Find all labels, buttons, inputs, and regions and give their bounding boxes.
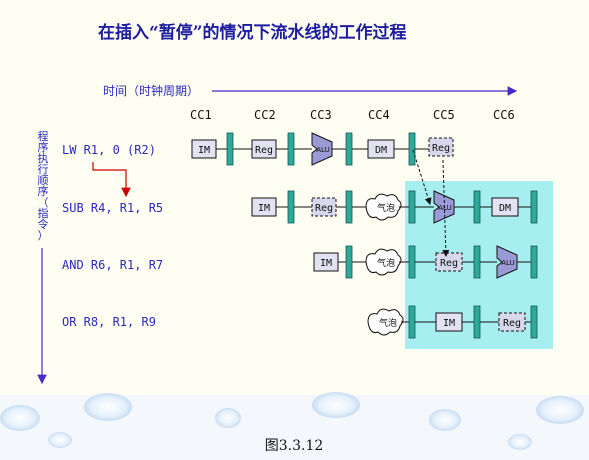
reg-stage-label: Reg bbox=[315, 203, 333, 214]
im-stage-label: IM bbox=[320, 258, 332, 269]
order-label-char: 令 bbox=[38, 217, 49, 231]
forward-path-dm-to-alu bbox=[412, 149, 432, 205]
cycle-label: CC5 bbox=[433, 108, 455, 122]
order-label-char: 执 bbox=[38, 151, 49, 165]
dm-stage-label: DM bbox=[499, 203, 511, 214]
order-label-char: 行 bbox=[38, 163, 49, 176]
bubble-stall bbox=[365, 248, 402, 276]
order-label-char: （ bbox=[38, 196, 49, 209]
order-label-char: 程 bbox=[38, 130, 49, 143]
figure-caption: 图3.3.12 bbox=[265, 438, 324, 454]
pipeline-register bbox=[530, 245, 538, 279]
pipeline-register bbox=[345, 190, 353, 224]
pipeline-register bbox=[473, 245, 481, 279]
time-axis-label: 时间（时钟周期） bbox=[103, 83, 199, 98]
cycle-label: CC4 bbox=[368, 108, 390, 122]
pipeline-register bbox=[530, 190, 538, 224]
pipeline-register bbox=[408, 190, 416, 224]
reg-stage-label: Reg bbox=[440, 258, 458, 269]
reg-stage-label: Reg bbox=[503, 318, 521, 329]
forward-path-reg-to-reg bbox=[442, 159, 450, 257]
reg-stage-label: Reg bbox=[255, 145, 273, 156]
reg-writeback-stage bbox=[428, 137, 454, 157]
bubble-stall bbox=[365, 193, 402, 221]
forwarding-paths bbox=[412, 149, 450, 257]
instruction-label: AND R6, R1, R7 bbox=[62, 258, 163, 272]
alu-stage-label: ALU bbox=[501, 259, 514, 267]
dm-stage-label: DM bbox=[375, 145, 387, 156]
order-label-char: ） bbox=[38, 229, 49, 242]
pipeline-register bbox=[408, 245, 416, 279]
alu-stage bbox=[311, 132, 333, 166]
pipeline-register bbox=[345, 245, 353, 279]
order-label-char: 序 bbox=[38, 140, 49, 154]
cycle-label: CC2 bbox=[254, 108, 276, 122]
im-stage-label: IM bbox=[198, 145, 210, 156]
instruction-label: OR R8, R1, R9 bbox=[62, 315, 156, 329]
dependency-arrow bbox=[92, 162, 131, 198]
reg-writeback-stage-label: Reg bbox=[432, 143, 450, 154]
bubble-stall-label: 气泡 bbox=[377, 202, 395, 214]
order-label-char: 序 bbox=[38, 184, 49, 198]
pipeline-register bbox=[408, 305, 416, 339]
pipeline-register bbox=[287, 190, 295, 224]
pipeline-row-lw: IM Reg ALU DM Reg bbox=[191, 132, 454, 166]
cycle-label: CC3 bbox=[310, 108, 332, 122]
instruction-labels: LW R1, 0 (R2) SUB R4, R1, R5 AND R6, R1,… bbox=[62, 143, 163, 329]
cycle-label: CC6 bbox=[493, 108, 515, 122]
bubble-stall-label: 气泡 bbox=[377, 257, 395, 269]
pipeline-register bbox=[345, 132, 353, 166]
pipeline-register bbox=[226, 132, 234, 166]
diagram-title: 在插入“暂停”的情况下流水线的工作过程 bbox=[98, 22, 407, 43]
pipeline-register bbox=[408, 132, 416, 166]
pipeline-register bbox=[287, 132, 295, 166]
pipeline-row-and: IM 气泡 Reg ALU bbox=[313, 245, 538, 279]
cycle-label: CC1 bbox=[190, 108, 212, 122]
instruction-label: LW R1, 0 (R2) bbox=[62, 143, 156, 157]
pipeline-register bbox=[530, 305, 538, 339]
bubble-stall bbox=[367, 308, 404, 336]
pipeline-register bbox=[473, 190, 481, 224]
order-label-char: 指 bbox=[38, 206, 49, 220]
pipeline-row-or: 气泡 IM Reg bbox=[367, 305, 538, 339]
instruction-label: SUB R4, R1, R5 bbox=[62, 201, 163, 215]
background-decoration bbox=[0, 392, 589, 460]
alu-stage-label: ALU bbox=[316, 146, 329, 154]
bubble-stall-label: 气泡 bbox=[379, 317, 397, 329]
order-label-char: 顺 bbox=[38, 174, 49, 187]
pipeline-row-sub: IM Reg 气泡 ALU DM bbox=[251, 190, 538, 224]
pipeline-register bbox=[473, 305, 481, 339]
alu-stage-label: ALU bbox=[438, 204, 451, 212]
alu-stage bbox=[496, 245, 518, 279]
im-stage-label: IM bbox=[443, 318, 455, 329]
im-stage-label: IM bbox=[258, 203, 270, 214]
cycle-labels: CC1 CC2 CC3 CC4 CC5 CC6 bbox=[190, 108, 515, 122]
